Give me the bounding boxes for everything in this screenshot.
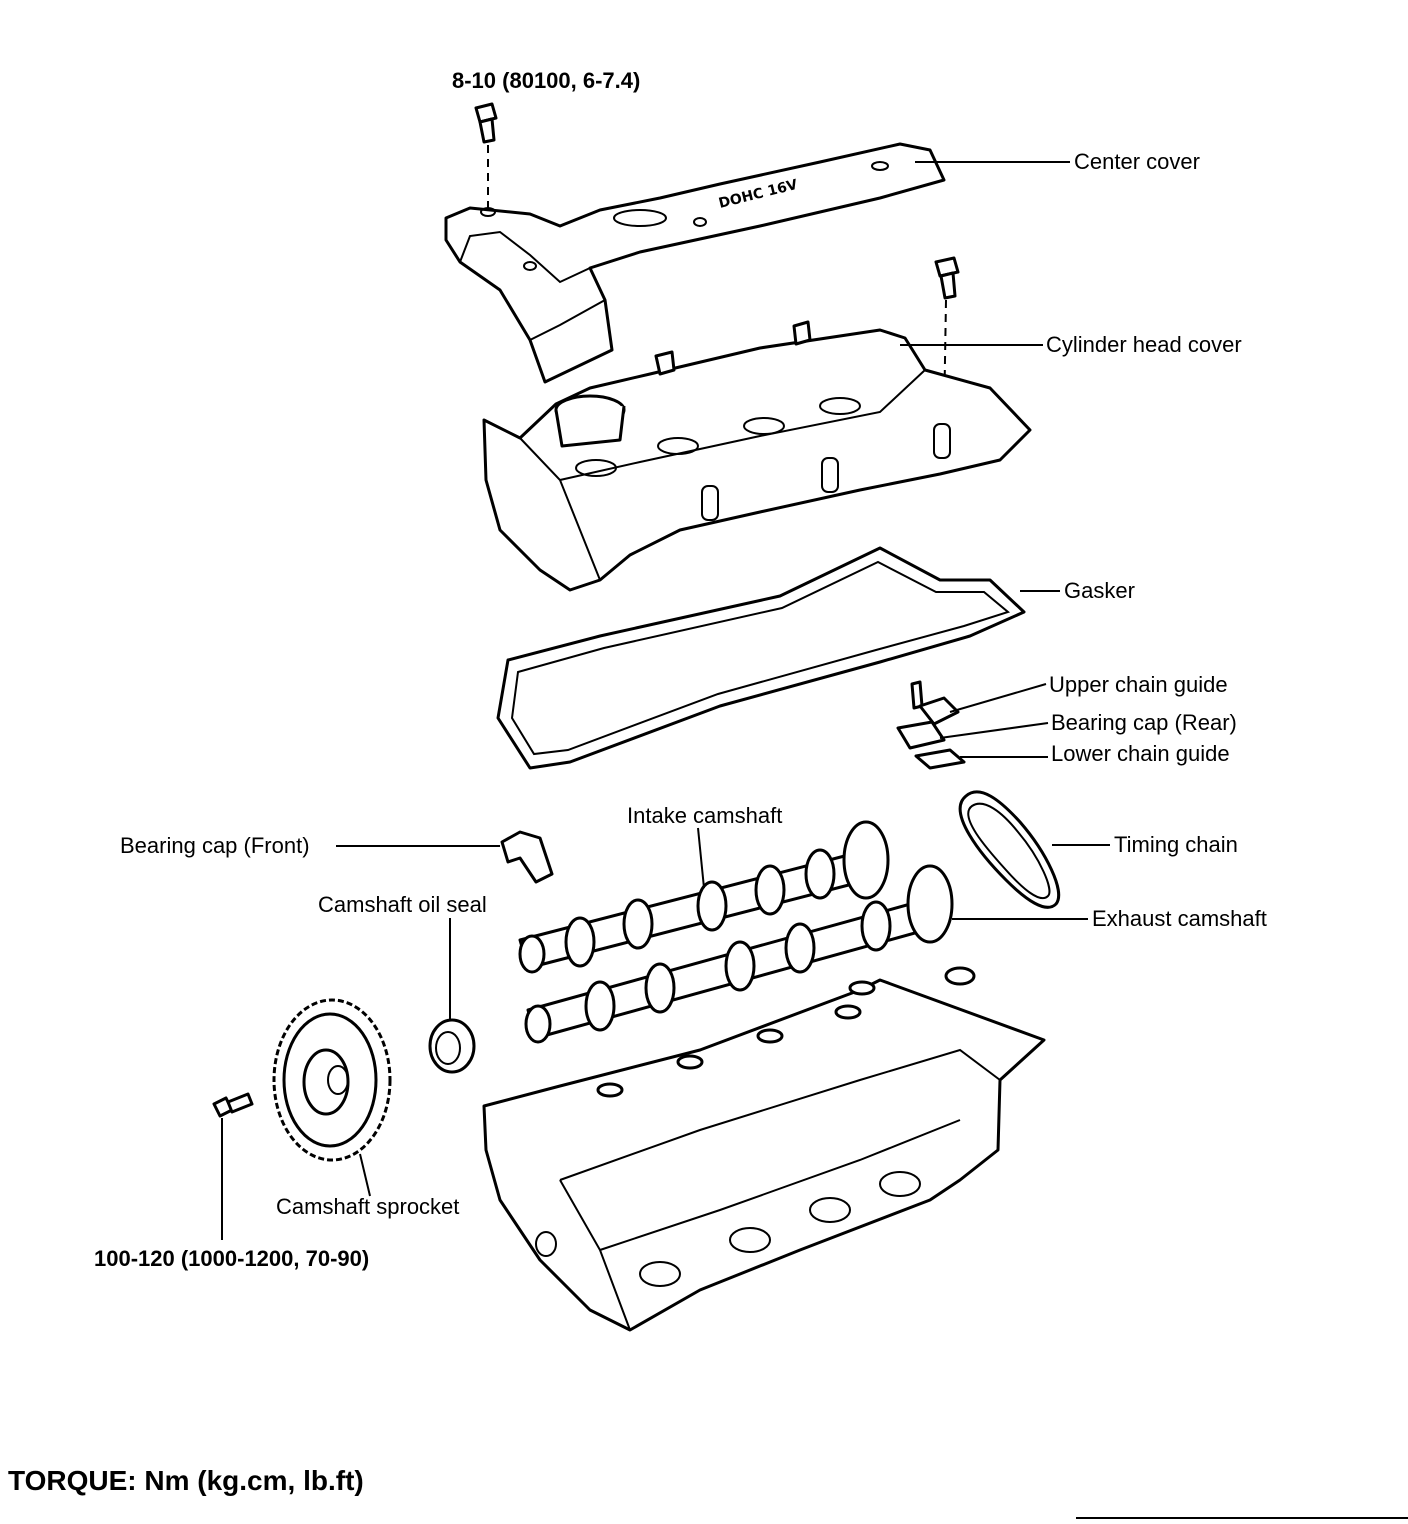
torque-spec-top: 8-10 (80100, 6-7.4) [452, 68, 640, 93]
leader-intake-camshaft [697, 827, 705, 889]
label-camshaft-oil-seal: Camshaft oil seal [318, 892, 487, 917]
camshaft-sprocket [272, 998, 392, 1162]
bearing-cap-front [500, 830, 554, 884]
leader-bearing-cap-rear [939, 722, 1049, 739]
cylinder-head [482, 966, 1046, 1332]
label-exhaust-camshaft: Exhaust camshaft [1092, 906, 1267, 931]
center-cover-bolt-icon [474, 102, 498, 144]
label-timing-chain: Timing chain [1114, 832, 1238, 857]
exhaust-camshaft [524, 864, 954, 1044]
camshaft-oil-seal [428, 1018, 476, 1074]
center-cover: DOHC 16V [444, 142, 946, 384]
intake-camshaft [518, 820, 890, 974]
sprocket-bolt-icon [212, 1092, 254, 1118]
head-cover-bolt-icon [934, 256, 960, 300]
label-camshaft-sprocket: Camshaft sprocket [276, 1194, 459, 1219]
torque-units-footer: TORQUE: Nm (kg.cm, lb.ft) [8, 1465, 364, 1496]
timing-chain [958, 790, 1061, 909]
label-center-cover: Center cover [1074, 149, 1200, 174]
cylinder-head-cover [482, 320, 1032, 592]
label-lower-chain-guide: Lower chain guide [1051, 741, 1230, 766]
label-cylinder-head-cover: Cylinder head cover [1046, 332, 1242, 357]
upper-chain-guide [910, 680, 960, 726]
label-gasket: Gasker [1064, 578, 1135, 603]
valve-lifters [596, 966, 976, 1098]
label-intake-camshaft: Intake camshaft [627, 803, 782, 828]
leader-upper-chain-guide [949, 683, 1047, 713]
gasket [496, 546, 1026, 770]
label-bearing-cap-rear: Bearing cap (Rear) [1051, 710, 1237, 735]
bearing-cap-rear [896, 720, 946, 750]
label-bearing-cap-front: Bearing cap (Front) [120, 833, 310, 858]
lower-chain-guide [914, 748, 966, 770]
label-upper-chain-guide: Upper chain guide [1049, 672, 1228, 697]
leader-camshaft-sprocket [359, 1153, 371, 1197]
torque-spec-bottom: 100-120 (1000-1200, 70-90) [94, 1246, 369, 1271]
